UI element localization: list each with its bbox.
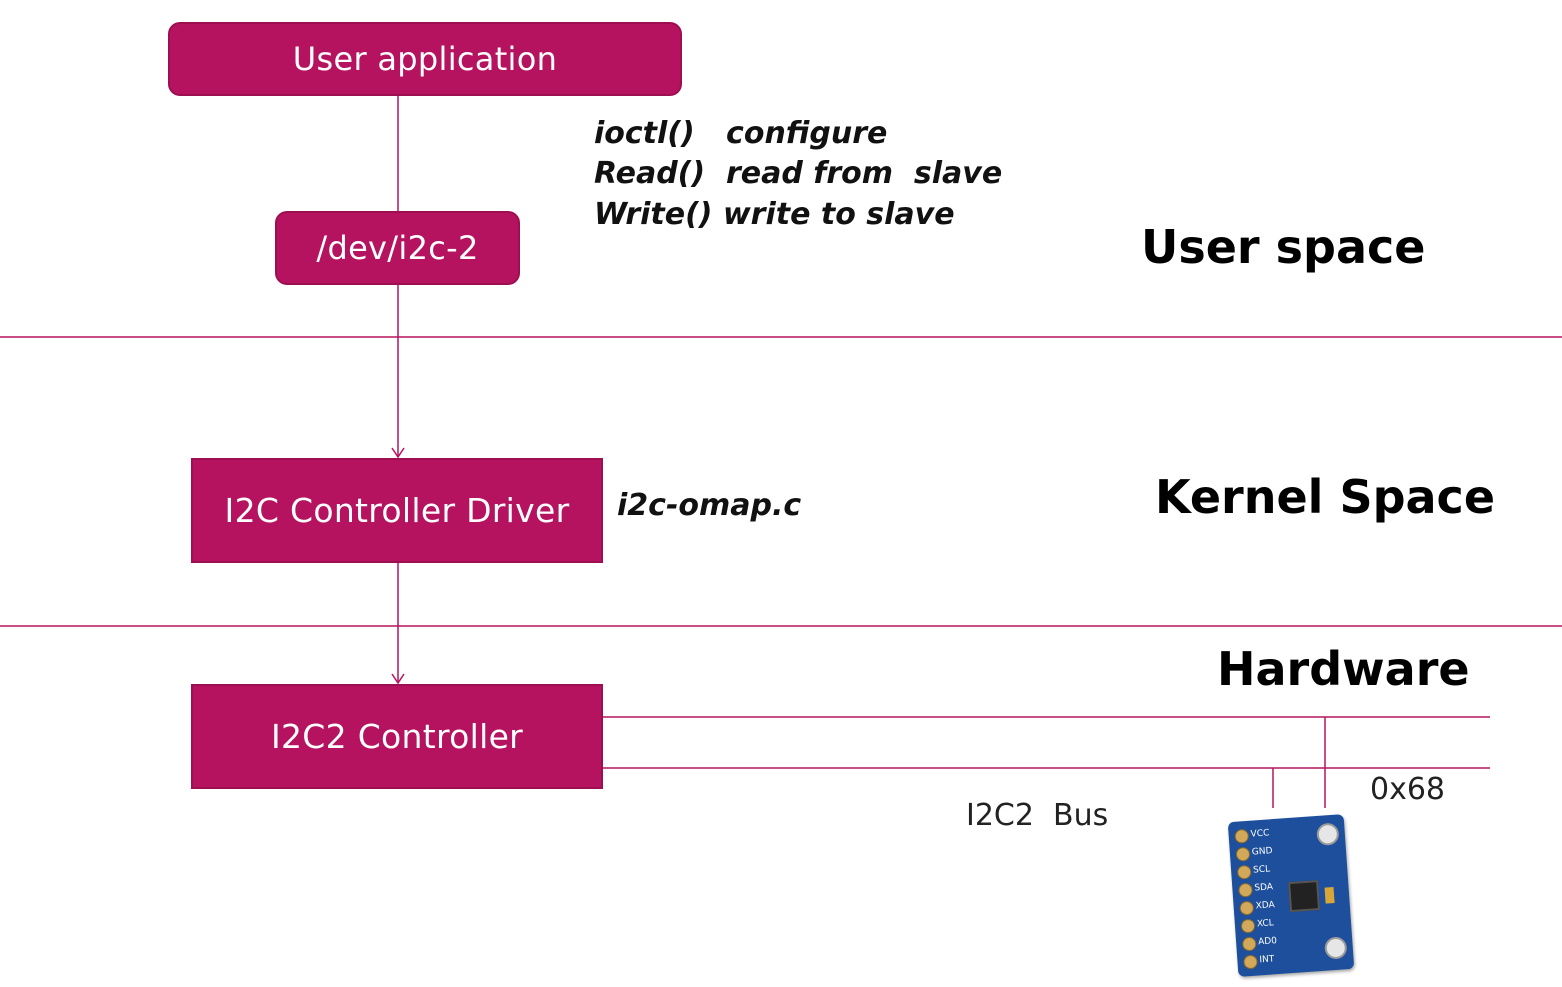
bus-label: I2C2 Bus: [966, 798, 1109, 833]
hardware-label: Hardware: [1217, 642, 1470, 696]
pin-label: VCC: [1250, 828, 1270, 840]
dev-node-box: /dev/i2c-2: [275, 211, 520, 285]
pin-label: XDA: [1255, 900, 1276, 912]
controller-box: I2C2 Controller: [191, 684, 603, 789]
pin-icon: [1235, 846, 1251, 862]
controller-driver-box: I2C Controller Driver: [191, 458, 603, 563]
pin-icon: [1240, 918, 1256, 934]
pin-label: GND: [1251, 846, 1273, 858]
controller-arrowhead: [391, 673, 405, 685]
pin-icon: [1239, 900, 1255, 916]
user-application-label: User application: [292, 40, 558, 78]
sensor-module-image: VCC GND SCL SDA XDA XCL AD0 INT: [1227, 814, 1355, 977]
write-note: Write() write to slave: [594, 197, 955, 232]
mounting-hole-icon: [1316, 822, 1340, 847]
driver-file-note: i2c-omap.c: [617, 488, 802, 523]
pin-icon: [1241, 936, 1257, 952]
pin-label: SDA: [1254, 882, 1274, 894]
pin-icon: [1234, 828, 1250, 844]
pin-icon: [1236, 864, 1252, 880]
pin-icon: [1238, 882, 1253, 898]
slave-address-label: 0x68: [1370, 772, 1446, 807]
read-note: Read() read from slave: [594, 156, 1003, 191]
user-space-label: User space: [1141, 220, 1426, 274]
driver-arrowhead: [391, 447, 405, 459]
controller-driver-label: I2C Controller Driver: [224, 491, 570, 530]
controller-label: I2C2 Controller: [270, 717, 524, 756]
pin-label: AD0: [1257, 936, 1278, 948]
kernel-space-label: Kernel Space: [1155, 470, 1496, 524]
pin-label: XCL: [1256, 918, 1275, 930]
sensor-chip-icon: [1288, 880, 1321, 913]
ioctl-note: ioctl() configure: [594, 116, 888, 151]
capacitor-icon: [1324, 887, 1335, 904]
pin-label: SCL: [1252, 864, 1271, 876]
pin-label: INT: [1259, 954, 1275, 966]
mounting-hole-icon: [1324, 936, 1348, 960]
pin-icon: [1243, 954, 1259, 970]
dev-node-label: /dev/i2c-2: [316, 229, 479, 267]
user-application-box: User application: [168, 22, 682, 96]
